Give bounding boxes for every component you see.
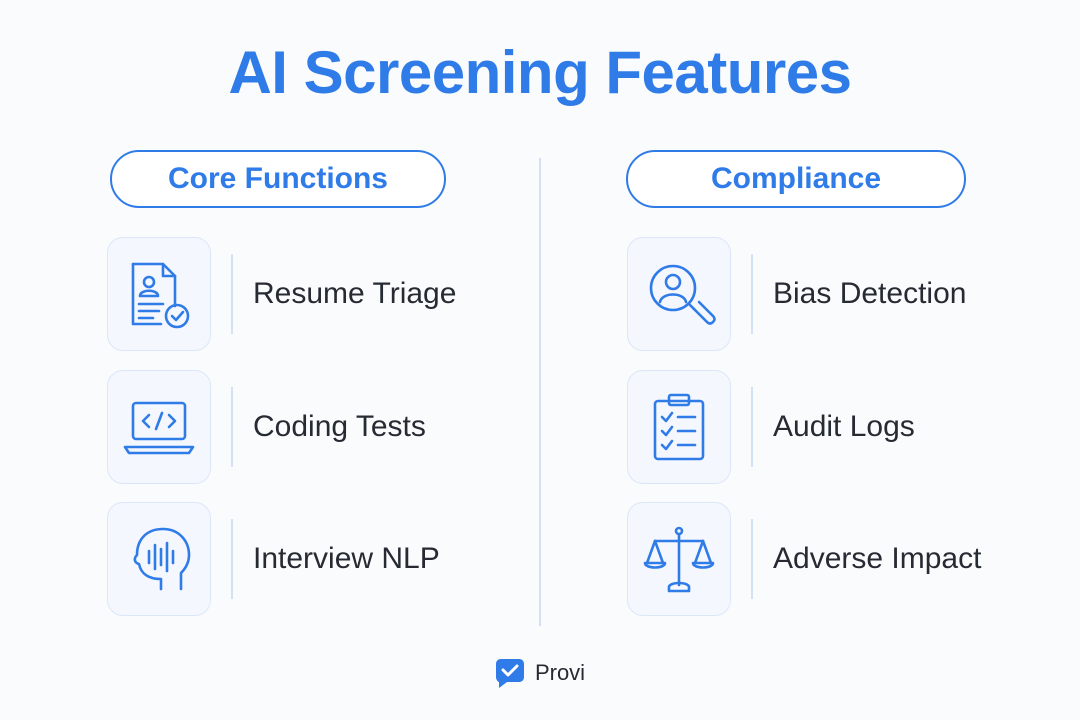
feature-label: Audit Logs	[773, 410, 915, 443]
feature-bias-detection: Bias Detection	[627, 237, 966, 351]
brand-footer: Provi	[0, 657, 1080, 689]
feature-coding-tests: Coding Tests	[107, 370, 426, 484]
feature-interview-nlp: Interview NLP	[107, 502, 440, 616]
resume-check-icon	[107, 237, 211, 351]
column-header-compliance: Compliance	[626, 150, 966, 208]
page-title: AI Screening Features	[228, 39, 852, 106]
item-separator	[751, 254, 753, 334]
scales-icon	[627, 502, 731, 616]
feature-label: Adverse Impact	[773, 542, 982, 575]
item-separator	[231, 254, 233, 334]
feature-label: Interview NLP	[253, 542, 440, 575]
feature-audit-logs: Audit Logs	[627, 370, 915, 484]
clipboard-checklist-icon	[627, 370, 731, 484]
feature-label: Resume Triage	[253, 277, 457, 310]
column-header-core-functions: Core Functions	[110, 150, 446, 208]
item-separator	[751, 519, 753, 599]
head-voice-icon	[107, 502, 211, 616]
person-magnifier-icon	[627, 237, 731, 351]
feature-label: Bias Detection	[773, 277, 967, 310]
feature-label: Coding Tests	[253, 410, 426, 443]
brand-name: Provi	[534, 660, 586, 685]
feature-resume-triage: Resume Triage	[107, 237, 456, 351]
provi-logo-icon	[495, 659, 524, 688]
item-separator	[751, 387, 753, 467]
column-divider	[539, 158, 541, 626]
feature-adverse-impact: Adverse Impact	[627, 502, 981, 616]
item-separator	[231, 519, 233, 599]
laptop-code-icon	[107, 370, 211, 484]
item-separator	[231, 387, 233, 467]
